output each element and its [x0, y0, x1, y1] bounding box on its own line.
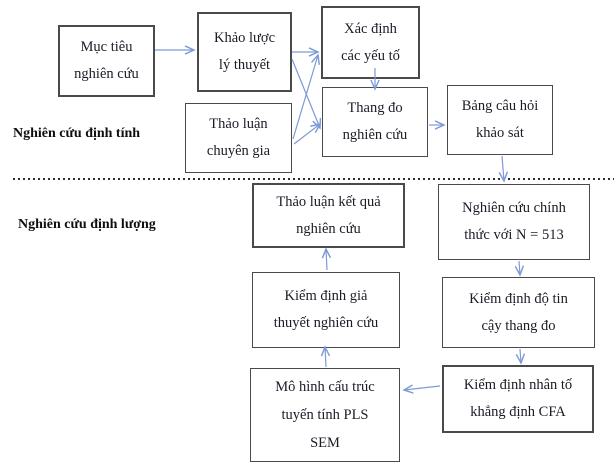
node-main-study-line2: thức với N = 513: [464, 227, 564, 243]
node-identify-factors-line1: Xác định: [344, 20, 397, 37]
section-label-qualitative: Nghiên cứu định tính: [13, 126, 141, 141]
node-research-scale: Thang đo nghiên cứu: [322, 87, 428, 157]
arrow-literature-to-scale: [291, 58, 322, 130]
node-research-scale-line1: Thang đo: [347, 100, 403, 116]
node-pls-sem-model-line2: tuyến tính PLS: [281, 407, 369, 423]
node-survey-questionnaire: Bảng câu hỏi khảo sát: [447, 85, 553, 155]
node-main-study-line1: Nghiên cứu chính: [462, 200, 566, 216]
arrow-hypothesis-to-discuss: [321, 247, 332, 271]
node-main-study: Nghiên cứu chính thức với N = 513: [438, 184, 590, 260]
arrow-cfa-to-pls-sem: [402, 384, 441, 394]
node-research-objective-line1: Mục tiêu: [80, 39, 133, 55]
node-identify-factors: Xác định các yếu tố: [321, 6, 420, 79]
node-literature-review-line1: Khảo lược: [213, 30, 276, 46]
node-identify-factors-line2: các yếu tố: [341, 47, 400, 64]
node-literature-review-line2: lý thuyết: [218, 57, 271, 73]
node-research-scale-line2: nghiên cứu: [342, 127, 408, 143]
node-expert-discussion: Thảo luận chuyên gia: [185, 103, 292, 173]
node-pls-sem-model-line3: SEM: [310, 435, 340, 451]
arrow-expert-to-scale: [293, 122, 322, 145]
arrow-questionnaire-to-main-study: [498, 155, 509, 183]
node-survey-questionnaire-line2: khảo sát: [476, 125, 524, 141]
section-label-quantitative: Nghiên cứu định lượng: [18, 217, 156, 232]
node-survey-questionnaire-line1: Bảng câu hỏi: [461, 98, 539, 114]
node-expert-discussion-line1: Thảo luận: [209, 116, 268, 132]
node-discuss-results-line2: nghiên cứu: [296, 220, 361, 237]
node-reliability-testing-line2: cậy thang đo: [481, 317, 556, 334]
arrow-main-study-to-reliability: [514, 260, 525, 277]
node-expert-discussion-line2: chuyên gia: [206, 143, 271, 159]
node-reliability-testing: Kiểm định độ tin cậy thang đo: [442, 277, 595, 348]
arrow-reliability-to-cfa: [515, 348, 526, 365]
node-pls-sem-model: Mô hình cấu trúc tuyến tính PLS SEM: [250, 368, 400, 462]
arrow-expert-to-factors: [292, 53, 321, 140]
node-hypothesis-testing-line1: Kiểm định giả: [284, 288, 368, 304]
arrow-pls-sem-to-hypothesis: [320, 345, 331, 368]
node-discuss-results: Thảo luận kết quả nghiên cứu: [252, 183, 405, 248]
node-hypothesis-testing-line2: thuyết nghiên cứu: [273, 315, 379, 331]
node-pls-sem-model-line1: Mô hình cấu trúc: [275, 379, 375, 395]
node-cfa-testing-line1: Kiểm định nhân tố: [463, 377, 573, 393]
node-cfa-testing: Kiểm định nhân tố khẳng định CFA: [442, 365, 594, 433]
node-literature-review: Khảo lược lý thuyết: [197, 12, 292, 92]
node-research-objective: Mục tiêu nghiên cứu: [58, 25, 155, 97]
node-hypothesis-testing: Kiểm định giả thuyết nghiên cứu: [252, 272, 400, 348]
node-reliability-testing-line1: Kiểm định độ tin: [469, 290, 568, 307]
node-discuss-results-line1: Thảo luận kết quả: [276, 193, 381, 210]
node-research-objective-line2: nghiên cứu: [74, 66, 139, 82]
node-cfa-testing-line2: khẳng định CFA: [470, 404, 566, 420]
